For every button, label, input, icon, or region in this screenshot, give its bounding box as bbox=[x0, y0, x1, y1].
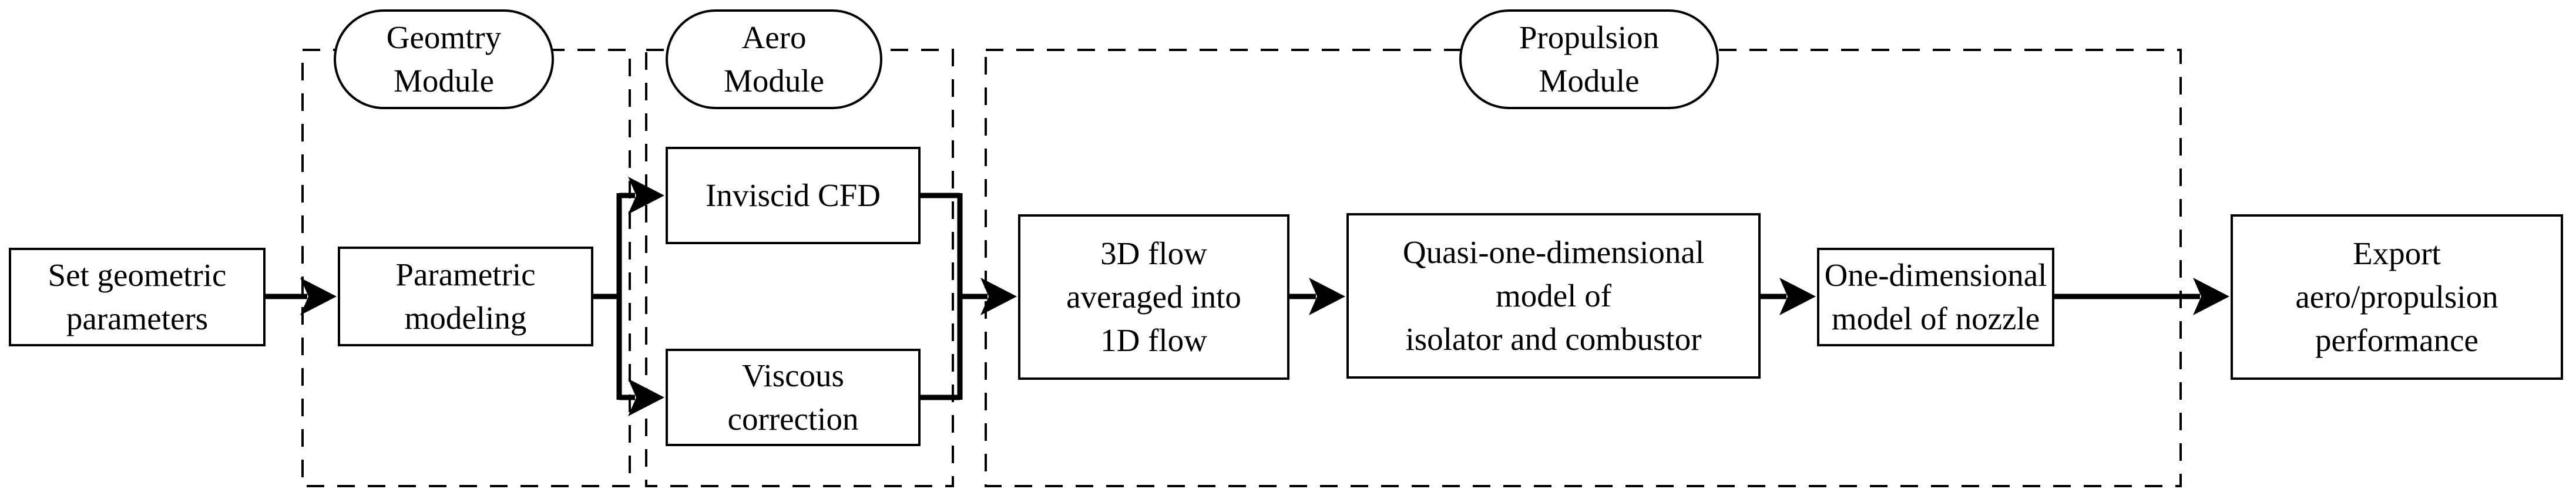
node-quasi-1d-isolator-combustor: Quasi-one-dimensional model of isolator … bbox=[1346, 213, 1761, 379]
arrowhead-icon bbox=[628, 379, 664, 416]
arrowhead-icon bbox=[628, 177, 664, 214]
propulsion-module-label: Propulsion Module bbox=[1459, 9, 1719, 109]
node-3d-flow-averaged: 3D flow averaged into 1D flow bbox=[1018, 214, 1289, 380]
arrowhead-icon bbox=[1309, 278, 1345, 315]
geometry-module-label: Geomtry Module bbox=[334, 9, 554, 109]
node-parametric-modeling: Parametric modeling bbox=[338, 247, 593, 346]
node-viscous-correction: Viscous correction bbox=[666, 349, 921, 446]
arrowhead-icon bbox=[1779, 278, 1816, 315]
arrowhead-icon bbox=[980, 278, 1017, 315]
merge-aero-to-3dflow bbox=[921, 193, 1017, 400]
arrowhead-icon bbox=[2193, 278, 2229, 315]
split-parametric-to-aero bbox=[593, 177, 664, 416]
node-1d-nozzle-model: One-dimensional model of nozzle bbox=[1817, 248, 2054, 346]
aero-module-label: Aero Module bbox=[666, 9, 882, 109]
arrow-setparams-to-parametric bbox=[266, 278, 337, 315]
arrow-nozzle-to-export bbox=[2054, 278, 2229, 315]
arrowhead-icon bbox=[300, 278, 337, 315]
arrow-quasi1d-to-nozzle bbox=[1761, 278, 1816, 315]
node-set-geometric-parameters: Set geometric parameters bbox=[9, 248, 266, 346]
node-inviscid-cfd: Inviscid CFD bbox=[666, 147, 921, 244]
arrow-3dflow-to-quasi1d bbox=[1289, 278, 1345, 315]
node-export-performance: Export aero/propulsion performance bbox=[2231, 214, 2563, 380]
